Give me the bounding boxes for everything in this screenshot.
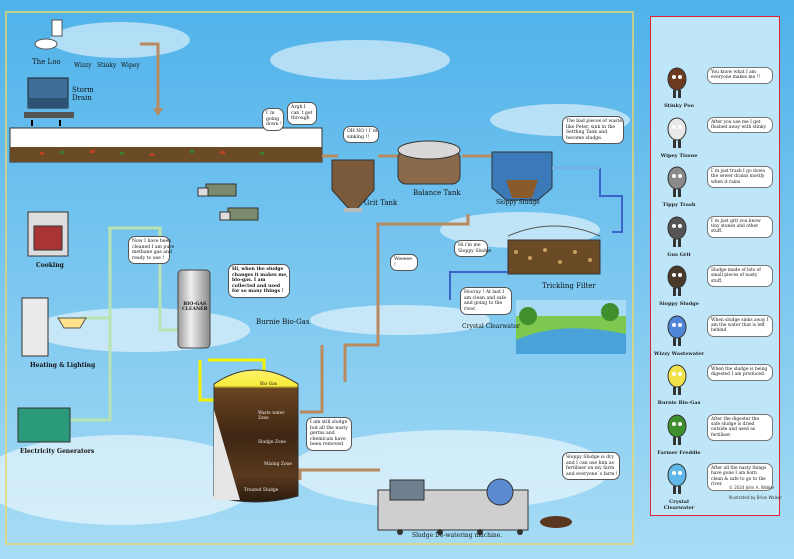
bubble-when-sludge-changes: Hi, when the sludge changes it makes me,… bbox=[228, 264, 290, 298]
credit-illustrator: Illustrated by Brian Walker bbox=[729, 495, 783, 500]
character-figure-icon bbox=[657, 212, 697, 252]
character-name: Crystal Clearwater bbox=[663, 499, 695, 511]
bubble-hooray: Hooray ! At last I am clean and safe and… bbox=[460, 287, 512, 316]
character-description-bubble: When the sludge is being digested I am p… bbox=[707, 364, 773, 381]
character-figure-icon bbox=[657, 311, 697, 351]
bubble-argh: Argh I can`t get through bbox=[287, 102, 317, 125]
character-figure-icon bbox=[657, 261, 697, 301]
character-figure-icon bbox=[657, 410, 697, 450]
character-panel: Stinky Poo You know what I am everyone ma… bbox=[650, 16, 783, 516]
label-treated-sludge: Treated Sludge bbox=[244, 488, 279, 493]
character-name: Gus Grit bbox=[667, 251, 691, 258]
character-name: Stinky Poo bbox=[664, 103, 694, 109]
bubble-im-going-down: I`m going down ! bbox=[262, 108, 284, 131]
character-name: Tippy Trash bbox=[662, 202, 696, 208]
bubble-im-sloppy: Hi i'm me Sloppy Sludge bbox=[454, 240, 492, 258]
bubble-now-cleaned: Now I have been cleaned I am pure methan… bbox=[128, 236, 174, 265]
character-figure-icon bbox=[657, 162, 697, 202]
label-the-loo: The Loo bbox=[32, 58, 61, 66]
label-heating-lighting: Heating & Lighting bbox=[30, 362, 96, 369]
label-crystal-clearwater: Crystal Clearwater bbox=[462, 323, 520, 330]
character-figure-icon bbox=[657, 63, 697, 103]
character-name: Wizzy Wastewater bbox=[653, 350, 705, 357]
label-biogas-cleaner: BIO-GAS CLEANER bbox=[182, 302, 208, 312]
bubble-sloppy-dry: Sloppy Sludge is dry and I can use him a… bbox=[562, 452, 620, 481]
label-burnie-biogas: Burnie Bio-Gas bbox=[256, 318, 310, 326]
label-sludge-zone: Sludge Zone bbox=[258, 440, 286, 445]
character-description-bubble: After all the nasty things have gone I a… bbox=[707, 463, 773, 491]
character-name: Burnie Bio-Gas bbox=[657, 400, 701, 406]
character-figure-icon bbox=[657, 113, 697, 153]
character-description-bubble: After the digester the safe sludge is dr… bbox=[707, 413, 773, 441]
bubble-weeeee: Weeeee ! bbox=[390, 254, 418, 272]
label-balance-tank: Balance Tank bbox=[413, 189, 461, 197]
character-description-bubble: You know what I am everyone makes me !! bbox=[707, 67, 773, 84]
label-waste-water-zone: Waste water Zone bbox=[258, 410, 285, 420]
character-description-bubble: After you use me I get flushed away with… bbox=[707, 116, 773, 134]
label-stinky: Stinky bbox=[97, 62, 117, 69]
character-description-bubble: When sludge sinks away I am the water th… bbox=[707, 314, 773, 337]
label-wizzy: Wizzy bbox=[74, 62, 92, 69]
label-sloppy-sludge: Sloppy Sludge bbox=[496, 199, 540, 206]
bubble-bad-pieces: The bad pieces of waste, like Peter, sin… bbox=[562, 116, 624, 145]
label-mixing-zone: Mixing Zone bbox=[264, 462, 292, 467]
label-cooking: Cooking bbox=[36, 262, 64, 269]
character-figure-icon bbox=[657, 360, 697, 400]
character-description-bubble: I`m just trash I go down the sewer drain… bbox=[707, 166, 773, 189]
label-grit-tank: Grit Tank bbox=[364, 199, 398, 207]
character-name: Farmer Freddie bbox=[657, 449, 701, 456]
label-bio-gas-zone: Bio Gas bbox=[260, 382, 278, 387]
bubble-oh-no-sinking: OH NO ! I`m sinking !! bbox=[343, 126, 379, 144]
label-wipey: Wipey bbox=[121, 62, 140, 69]
character-figure-icon bbox=[657, 459, 697, 499]
character-name: Sloppy Sludge bbox=[659, 301, 699, 307]
label-electricity-generators: Electricity Generators bbox=[20, 448, 95, 455]
label-trickling-filter: Trickling Filter bbox=[542, 282, 596, 290]
label-dewatering-machine: Sludge De-watering machine. bbox=[412, 532, 503, 539]
character-name: Wipey Tissue bbox=[660, 152, 698, 159]
label-storm-drain: Storm Drain bbox=[72, 86, 94, 102]
character-description-bubble: Sludge made of lots of small pieces of n… bbox=[707, 265, 773, 288]
character-description-bubble: I`m just grit you know tiny stones and o… bbox=[707, 215, 773, 238]
bubble-still-sludge: I am still sludge but all the nasty germ… bbox=[306, 417, 352, 451]
credit-author: © 2024 John A. Walker bbox=[729, 485, 775, 490]
